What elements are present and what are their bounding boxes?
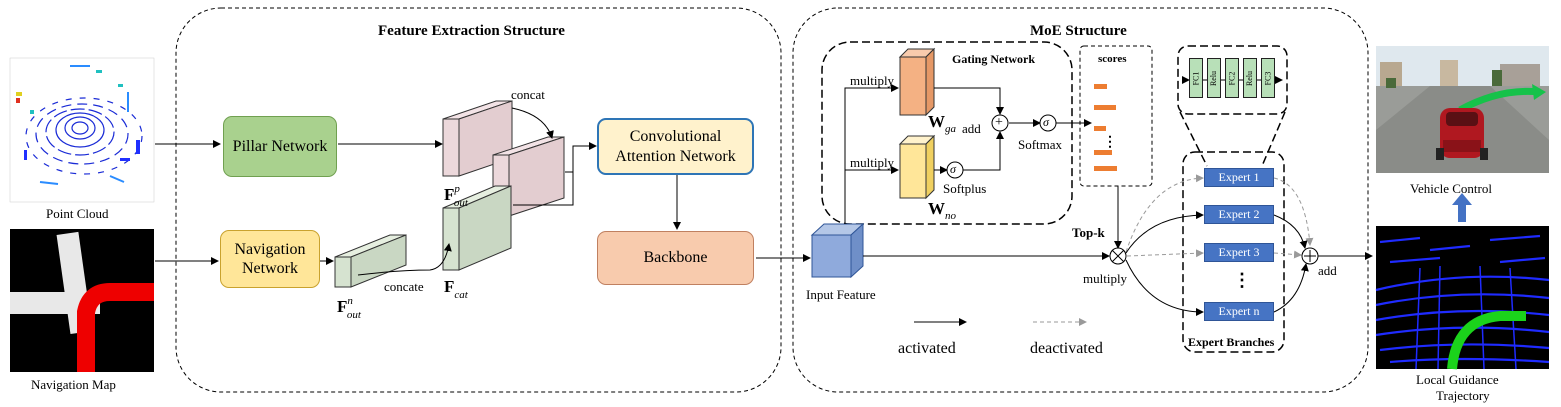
scores-title: scores: [1098, 53, 1127, 65]
fp-out-label: Fpout: [444, 183, 468, 209]
softplus-node: [946, 161, 964, 179]
arrow-fcat-to-attention: [513, 142, 597, 206]
expert-dots: ⋮: [1233, 270, 1251, 290]
multiply-bottom-label: multiply: [850, 155, 895, 170]
arrow-concate: [357, 243, 452, 276]
top-k-label: Top-k: [1072, 225, 1105, 240]
expert-1-to-add: [1273, 177, 1314, 246]
add-label-gating: add: [962, 121, 981, 136]
score-bar: [1094, 150, 1112, 155]
route-to-expert-n: [1125, 259, 1204, 316]
route-to-expert-1: [1125, 174, 1204, 253]
up-arrow: [1452, 193, 1472, 222]
gating-network-container: [821, 41, 1073, 225]
legend-deactivated-label: deactivated: [1030, 340, 1103, 357]
route-to-expert-3: [1126, 249, 1204, 258]
navigation-map-image: [10, 229, 154, 372]
w-ga-label: Wga: [928, 112, 956, 135]
arrow-concat: [511, 107, 554, 139]
softmax-sigma-glyph: σ: [1043, 115, 1049, 129]
expert-2-to-add: [1273, 214, 1308, 249]
w-no-label: Wno: [928, 199, 956, 222]
plus-glyph: +: [995, 115, 1003, 130]
moe-container: [792, 7, 1369, 393]
concate-label: concate: [384, 279, 424, 294]
fcat-label: Fcat: [444, 277, 468, 301]
score-bar: [1094, 84, 1107, 89]
conv-attention-network-block: Convolutional Attention Network: [597, 118, 754, 175]
point-cloud-label: Point Cloud: [46, 206, 109, 221]
navigation-map-label: Navigation Map: [31, 377, 116, 392]
softmax-node: [1039, 114, 1057, 132]
moe-title: MoE Structure: [1030, 23, 1127, 39]
input-feature-label: Input Feature: [806, 287, 876, 302]
local-guidance-image: [1375, 226, 1550, 370]
legend-activated-label: activated: [898, 340, 956, 357]
multiply-top-label: multiply: [850, 73, 895, 88]
expert-branches-container: [1182, 151, 1285, 353]
softmax-label: Softmax: [1018, 137, 1063, 152]
fn-out-label: Fnout: [337, 295, 361, 321]
fc-layer-2: Relu: [1207, 58, 1221, 98]
zoom-line-left: [1179, 111, 1208, 167]
feature-extraction-container: [175, 7, 782, 393]
gating-network-title: Gating Network: [952, 52, 1035, 66]
fc-layer-5: FC3: [1261, 58, 1275, 98]
expert-n-to-add: [1273, 263, 1309, 313]
softplus-label: Softplus: [943, 181, 987, 196]
fc-layer-1: FC1: [1189, 58, 1203, 98]
expert-n-block: Expert n: [1204, 302, 1274, 321]
gating-plus-node: [991, 114, 1009, 132]
softplus-sigma-glyph: σ: [950, 162, 956, 176]
input-feature-cube: [810, 222, 865, 279]
score-bar: [1094, 166, 1117, 171]
arrow-softplus-to-plus: [963, 131, 1004, 171]
navigation-network-block: Navigation Network: [220, 230, 320, 288]
scores-container: [1079, 45, 1153, 187]
w-no-block: [898, 134, 936, 200]
local-guidance-label-line1: Local Guidance: [1416, 372, 1499, 387]
arrow-input-to-gating-top: [844, 84, 899, 224]
point-cloud-image: [9, 57, 155, 203]
expert-2-block: Expert 2: [1204, 205, 1274, 224]
score-bar: [1094, 126, 1106, 131]
expert-3-to-add: [1273, 250, 1302, 259]
zoom-line-right: [1261, 111, 1286, 167]
route-to-expert-2: [1125, 211, 1204, 254]
vehicle-control-label: Vehicle Control: [1410, 181, 1492, 196]
fcat-feature-cube: [442, 136, 565, 271]
vehicle-control-image: [1376, 46, 1549, 173]
fc-layer-4: Relu: [1243, 58, 1257, 98]
expert-1-block: Expert 1: [1204, 168, 1274, 187]
fc-layer-3: FC2: [1225, 58, 1239, 98]
backbone-block: Backbone: [597, 231, 754, 285]
expert-branches-title: Expert Branches: [1188, 335, 1275, 349]
pillar-network-block: Pillar Network: [223, 116, 337, 177]
arrow-wga-to-plus-2: [988, 87, 1004, 115]
multiply-routing-label: multiply: [1083, 271, 1128, 286]
feature-extraction-title: Feature Extraction Structure: [378, 23, 565, 39]
concat-label: concat: [511, 87, 545, 102]
scores-dots: ⋮: [1103, 135, 1117, 150]
score-bars: [1094, 84, 1117, 171]
score-bar: [1094, 105, 1116, 110]
w-ga-block: [898, 47, 936, 117]
expert-3-block: Expert 3: [1204, 243, 1274, 262]
local-guidance-label-line2: Trajectory: [1436, 388, 1490, 403]
add-routing-label: add: [1318, 263, 1337, 278]
